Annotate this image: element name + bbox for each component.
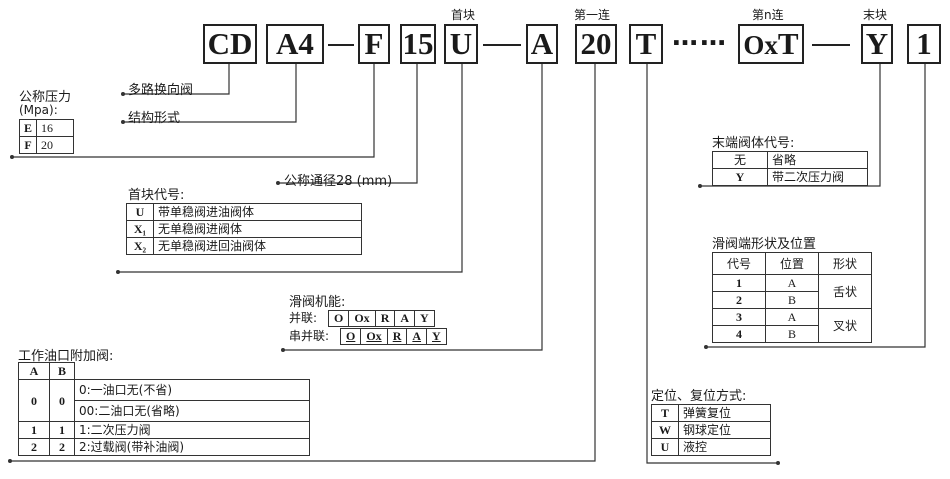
code-box-f: F: [358, 24, 390, 64]
code-box-a4: A4: [266, 24, 324, 64]
code-box-u: U: [444, 24, 478, 64]
first-block-title: 首块代号:: [128, 188, 185, 203]
code-box-cd: CD: [203, 24, 257, 64]
ellipsis-dots: ……: [672, 22, 728, 52]
code-box-20: 20: [575, 24, 617, 64]
code-box-15: 15: [400, 24, 436, 64]
code-box-y: Y: [861, 24, 893, 64]
spool-shape-title: 滑阀端形状及位置: [712, 237, 817, 252]
code-box-t: T: [629, 24, 663, 64]
header-end-block: 末块: [863, 8, 888, 22]
header-first-conn: 第一连: [574, 8, 611, 22]
code-box-1: 1: [907, 24, 941, 64]
bore-label: 公称通径28 (mm): [284, 174, 393, 189]
positioning-title: 定位、复位方式:: [651, 389, 747, 404]
pressure-unit: (Mpa):: [19, 103, 58, 117]
end-block-title: 末端阀体代号:: [712, 136, 795, 151]
separator-dash: [812, 44, 850, 46]
code-box-a: A: [526, 24, 558, 64]
multi-valve-label: 多路换向阀: [128, 83, 194, 98]
spool-function-title: 滑阀机能:: [289, 295, 346, 310]
separator-dash: [328, 44, 354, 46]
code-box-oxt: OxT: [738, 24, 804, 64]
pressure-title: 公称压力: [19, 90, 72, 105]
header-nth-conn: 第n连: [752, 8, 784, 22]
header-first-block: 首块: [451, 8, 476, 22]
work-port-title: 工作油口附加阀:: [18, 349, 114, 364]
separator-dash: [483, 44, 521, 46]
structure-label: 结构形式: [128, 111, 181, 126]
